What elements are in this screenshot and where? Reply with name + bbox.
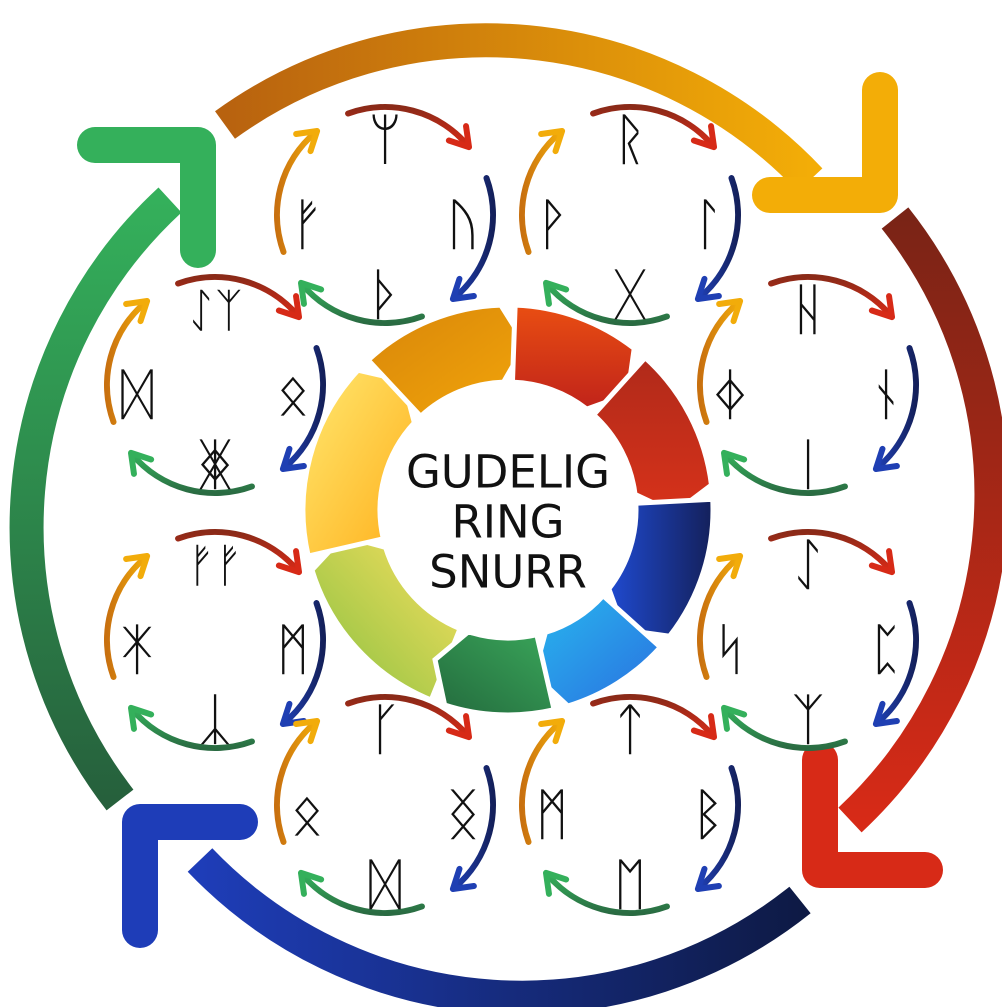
center-title-line-3: SNURR [429, 546, 587, 599]
ring-bottom-left-rune-1: ᚴ [368, 698, 402, 763]
ring-right-lower: ᛇᛋ ᛈᛉ [700, 532, 916, 753]
ring-top-right-rune-3: ᛚ [691, 193, 725, 258]
ring-right-lower-rune-3: ᛈ [869, 618, 903, 683]
ring-left-upper: ᛇᛉ ᛞ ᛟᛤ [107, 277, 323, 498]
ring-bottom-left-rune-2: ᛟ [290, 783, 324, 848]
ring-left-lower: ᚠᚠ ᛡ ᛗᛣ [107, 532, 323, 753]
ring-bottom-right-rune-1: ᛏ [613, 698, 647, 763]
ring-top-left-rune-1: ᛘ [368, 108, 402, 173]
ring-left-lower-rune-3: ᛗ [276, 618, 310, 683]
center-title-line-1: GUDELIG [406, 446, 610, 499]
ring-top-left: ᛘᚠ ᚢᚦ [277, 107, 493, 328]
ring-top-right-rune-4: ᚷ [613, 263, 647, 328]
ring-bottom-left-rune-3: ᛝ [446, 783, 480, 848]
ring-right-upper-rune-2: ᛄ [713, 363, 747, 428]
ring-left-upper-rune-2: ᛞ [120, 363, 154, 428]
ring-right-lower-rune-4: ᛉ [791, 688, 825, 753]
ring-bottom-left: ᚴᛟ ᛝᛞ [277, 697, 493, 918]
inner-segment-green [435, 632, 554, 715]
ring-right-upper-rune-4: ᛁ [791, 433, 825, 498]
ring-bottom-left-rune-4: ᛞ [368, 853, 402, 918]
ring-left-lower-rune-4: ᛣ [198, 688, 232, 753]
ring-right-lower-rune-2: ᛋ [713, 618, 747, 683]
ring-bottom-right-rune-3: ᛒ [691, 783, 725, 848]
ring-left-upper-rune-1: ᛇᛉ [187, 283, 242, 337]
ring-left-lower-rune-1: ᚠᚠ [187, 538, 242, 592]
ring-left-lower-rune-2: ᛡ [120, 618, 154, 683]
ring-left-upper-rune-4: ᛤ [198, 433, 232, 498]
ring-top-left-rune-4: ᚦ [368, 263, 402, 328]
ring-top-left-rune-2: ᚠ [290, 193, 324, 258]
ring-bottom-right-rune-2: ᛗ [535, 783, 569, 848]
ring-top-right-rune-2: ᚹ [535, 193, 569, 258]
ring-top-right-rune-1: ᚱ [613, 108, 647, 173]
ring-right-upper: ᚺᛄ ᚾᛁ [700, 277, 916, 498]
ring-bottom-right-rune-4: ᛖ [613, 853, 647, 918]
center-title-line-2: RING [451, 496, 564, 549]
ring-left-upper-rune-3: ᛟ [276, 363, 310, 428]
ring-top-left-rune-3: ᚢ [446, 193, 480, 258]
ring-right-lower-rune-1: ᛇ [791, 533, 825, 598]
ring-right-upper-rune-1: ᚺ [791, 278, 825, 343]
ring-bottom-right: ᛏᛗ ᛒᛖ [522, 697, 738, 918]
ring-right-upper-rune-3: ᚾ [869, 363, 903, 428]
ring-top-right: ᚱᚹ ᛚᚷ [522, 107, 738, 328]
